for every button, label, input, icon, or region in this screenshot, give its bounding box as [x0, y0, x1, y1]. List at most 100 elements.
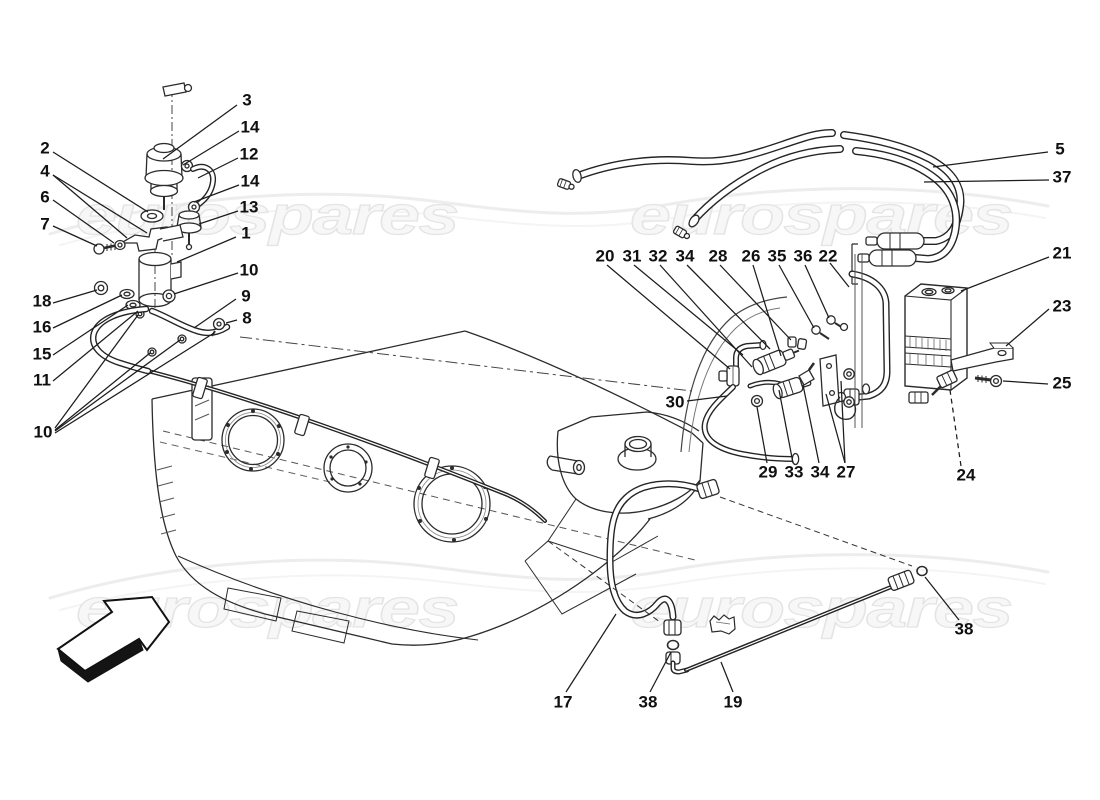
- callout-number-12: 12: [240, 145, 259, 164]
- callout-leader-line: [52, 174, 148, 234]
- vent-hoses-drawing: [556, 129, 965, 406]
- callout-number-31: 31: [623, 247, 642, 266]
- callout-leader-line: [840, 380, 846, 464]
- callout-leader-line: [197, 157, 239, 179]
- callout-number-17: 17: [554, 693, 573, 712]
- callout-leader-line: [565, 613, 617, 693]
- callout-number-16: 16: [33, 318, 52, 337]
- callout-leader-line: [52, 225, 98, 247]
- callout-leader-line: [52, 151, 149, 213]
- callout-number-14: 14: [241, 172, 260, 191]
- callout-number-36: 36: [794, 247, 813, 266]
- callout-number-29: 29: [759, 463, 778, 482]
- callout-number-38: 38: [955, 620, 974, 639]
- callout-leader-line: [825, 393, 846, 464]
- callout-leader-line: [606, 264, 731, 370]
- callout-leader-line: [52, 310, 139, 382]
- callout-leader-line: [225, 319, 238, 324]
- callout-number-32: 32: [649, 247, 668, 266]
- callout-number-6: 6: [40, 188, 49, 207]
- callout-leader-line: [804, 264, 830, 319]
- callout-leader-line: [52, 199, 115, 244]
- callout-leader-line: [173, 272, 239, 295]
- callout-leader-line: [829, 262, 850, 288]
- evap-valves-assembly-drawing: [680, 254, 863, 466]
- callout-leader-line: [52, 294, 123, 329]
- callout-leader-line: [932, 151, 1049, 168]
- direction-arrow: [56, 595, 171, 683]
- callout-number-19: 19: [724, 693, 743, 712]
- tank-valve-assembly-drawing: [89, 82, 231, 375]
- callout-number-15: 15: [33, 345, 52, 364]
- callout-number-10: 10: [34, 423, 53, 442]
- callout-leader-line: [778, 264, 815, 329]
- callout-leader-line: [52, 289, 98, 304]
- callout-number-34: 34: [676, 247, 695, 266]
- hose-core: [849, 271, 890, 400]
- callout-leader-line: [176, 236, 237, 263]
- callout-number-5: 5: [1055, 140, 1064, 159]
- watermark-text: eurospares: [76, 184, 458, 246]
- callout-number-1: 1: [241, 224, 250, 243]
- callout-leader-line: [659, 264, 753, 368]
- callout-number-7: 7: [40, 215, 49, 234]
- callout-leader-line: [633, 264, 744, 356]
- callout-leader-line: [752, 264, 782, 357]
- callout-number-25: 25: [1053, 374, 1072, 393]
- callout-leader-line: [960, 256, 1050, 292]
- callout-number-13: 13: [240, 198, 259, 217]
- callout-number-8: 8: [242, 309, 251, 328]
- callout-number-28: 28: [709, 247, 728, 266]
- hose-core: [607, 481, 703, 620]
- callout-leader-line: [162, 104, 238, 160]
- callout-number-38: 38: [639, 693, 658, 712]
- hose-core: [150, 309, 229, 335]
- callout-number-11: 11: [33, 371, 51, 390]
- callout-number-9: 9: [241, 287, 250, 306]
- callout-leader-line: [686, 395, 728, 402]
- callout-number-3: 3: [242, 91, 251, 110]
- callout-leader-line: [923, 179, 1050, 183]
- callout-leader-line: [1005, 308, 1050, 347]
- callout-number-37: 37: [1053, 168, 1072, 187]
- technical-drawing: [56, 82, 1014, 683]
- callout-number-26: 26: [742, 247, 761, 266]
- vent-line-drawing: [135, 309, 693, 523]
- callout-number-14: 14: [241, 118, 260, 137]
- callout-leader-line: [720, 661, 734, 693]
- callout-number-22: 22: [819, 247, 838, 266]
- callout-leader-line: [649, 651, 672, 693]
- callout-number-20: 20: [596, 247, 615, 266]
- callout-leader-line: [54, 314, 139, 429]
- fuel-tank-drawing: [151, 330, 704, 646]
- hose-core: [703, 385, 796, 461]
- callout-number-27: 27: [837, 463, 856, 482]
- callout-leader-line: [52, 174, 128, 239]
- callout-leader-line: [52, 304, 129, 356]
- callout-number-34: 34: [811, 463, 830, 482]
- callout-number-33: 33: [785, 463, 804, 482]
- hose-core: [734, 343, 764, 377]
- callout-leader-line: [686, 264, 771, 350]
- callout-leader-line: [54, 352, 151, 431]
- hose-core: [691, 146, 959, 262]
- callout-leader-line: [778, 389, 794, 464]
- callout-leader-line: [198, 210, 239, 225]
- callout-leader-line: [193, 184, 240, 203]
- callout-leader-line: [719, 264, 792, 341]
- callout-number-35: 35: [768, 247, 787, 266]
- callout-number-21: 21: [1053, 244, 1072, 263]
- callout-leader-line: [924, 576, 960, 621]
- callout-leader-line: [193, 298, 237, 329]
- carbon-canister-drawing: [904, 283, 1014, 404]
- callout-number-2: 2: [40, 139, 49, 158]
- callout-number-24: 24: [957, 466, 976, 485]
- hose-core: [685, 582, 902, 671]
- callout-leader-line: [54, 339, 181, 432]
- callout-number-4: 4: [40, 162, 50, 181]
- callout-leader-line: [182, 130, 240, 166]
- callout-number-30: 30: [666, 393, 685, 412]
